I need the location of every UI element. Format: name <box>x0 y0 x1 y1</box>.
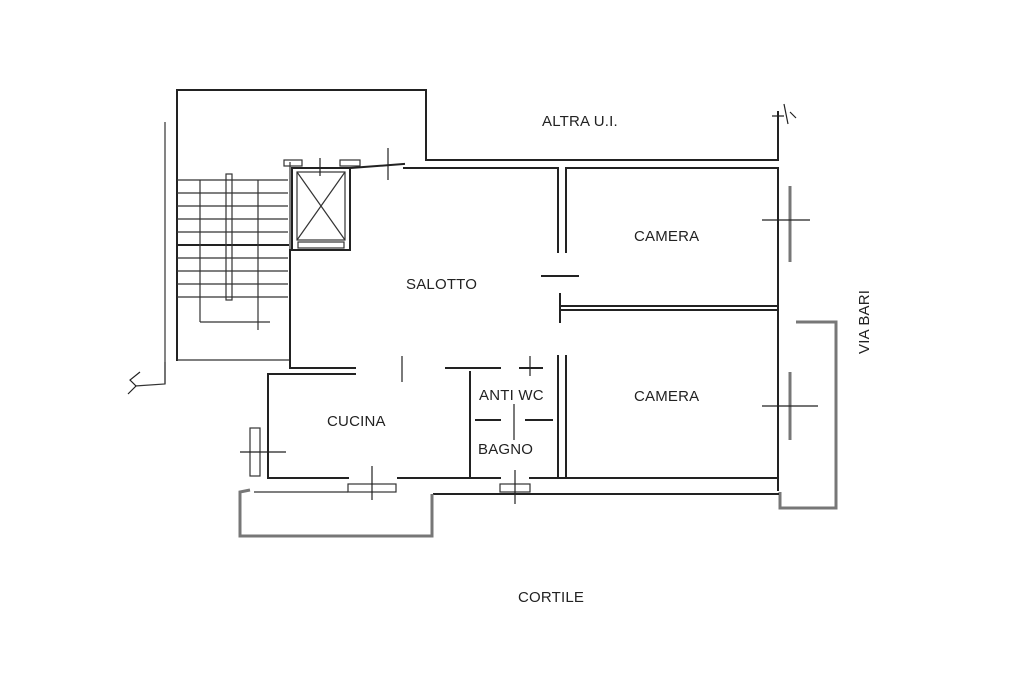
stair-steps <box>176 173 289 330</box>
camera-top-label: CAMERA <box>634 228 700 245</box>
elevator-shaft <box>283 158 361 251</box>
camera-bottom-label: CAMERA <box>634 388 700 405</box>
stairwell <box>127 89 427 395</box>
entrance-door <box>348 148 406 180</box>
cortile-label: CORTILE <box>518 589 585 606</box>
via-bari-label: VIA BARI <box>856 289 873 354</box>
apartment-walls <box>238 167 838 538</box>
antiwc-label: ANTI WC <box>479 387 544 404</box>
salotto-label: SALOTTO <box>406 276 478 293</box>
bagno-label: BAGNO <box>478 441 534 458</box>
cucina-label: CUCINA <box>327 413 386 430</box>
altra-ui-label: ALTRA U.I. <box>542 113 618 130</box>
